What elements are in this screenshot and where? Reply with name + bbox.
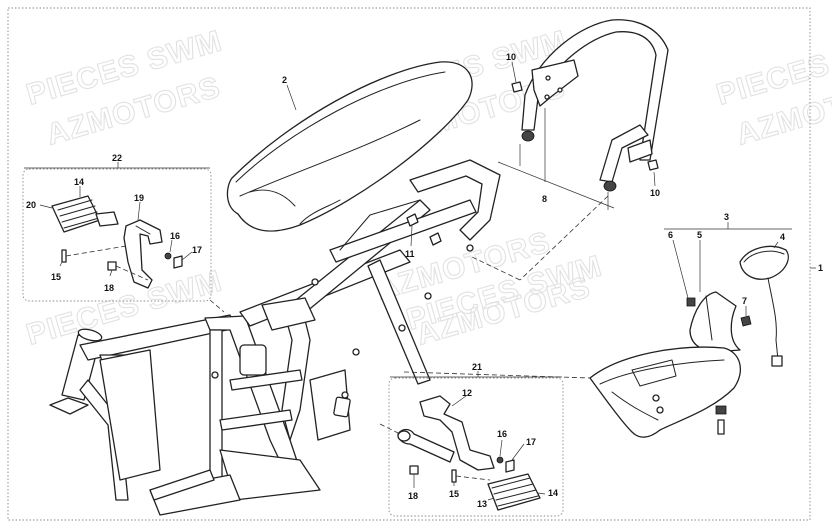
washer-17 bbox=[173, 255, 183, 269]
callout-bracket bbox=[497, 161, 615, 209]
callout-17: 17 bbox=[526, 437, 536, 447]
assembly-line bbox=[209, 299, 225, 313]
assembly-line bbox=[115, 265, 149, 281]
license-plate-bracket bbox=[689, 291, 741, 353]
assembly-line bbox=[403, 371, 591, 379]
callout-leader bbox=[410, 225, 413, 247]
assembly-line bbox=[519, 195, 609, 281]
callout-13: 13 bbox=[477, 499, 487, 509]
callout-18: 18 bbox=[104, 283, 114, 293]
callout-12: 12 bbox=[462, 388, 472, 398]
callout-6: 6 bbox=[668, 230, 673, 240]
callout-leader bbox=[109, 269, 113, 277]
footpeg-bracket-left bbox=[123, 219, 163, 289]
assembly-line bbox=[379, 423, 401, 435]
callout-14: 14 bbox=[548, 488, 558, 498]
callout-leader bbox=[39, 204, 53, 209]
callout-leader bbox=[137, 201, 141, 221]
callout-21: 21 bbox=[472, 362, 482, 372]
pin-15 bbox=[451, 469, 457, 483]
bolt-18 bbox=[107, 261, 117, 271]
seat bbox=[226, 61, 473, 232]
callout-1: 1 bbox=[818, 263, 823, 273]
footpeg-assembly-box bbox=[388, 377, 564, 517]
spring-16 bbox=[164, 252, 172, 260]
grab-rail bbox=[521, 19, 669, 192]
callout-10: 10 bbox=[650, 188, 660, 198]
callout-16: 16 bbox=[497, 429, 507, 439]
tail-light bbox=[739, 245, 789, 367]
nut-7 bbox=[740, 315, 752, 327]
rear-fender bbox=[589, 346, 741, 438]
assembly-frame bbox=[7, 7, 811, 521]
fender-bolt bbox=[715, 405, 727, 435]
callout-leader bbox=[773, 241, 779, 249]
callout-leader bbox=[672, 239, 689, 299]
footpeg-left bbox=[51, 195, 119, 233]
spring-16 bbox=[496, 456, 504, 464]
callout-11: 11 bbox=[405, 249, 415, 259]
callout-leader bbox=[169, 239, 173, 253]
callout-15: 15 bbox=[449, 489, 459, 499]
callout-15: 15 bbox=[51, 272, 61, 282]
bolt-11 bbox=[406, 213, 442, 246]
callout-3: 3 bbox=[724, 212, 729, 222]
callout-7: 7 bbox=[742, 296, 747, 306]
footpeg-bracket-right bbox=[397, 395, 495, 471]
bolt-18 bbox=[409, 465, 419, 475]
callout-8: 8 bbox=[542, 194, 547, 204]
assembly-line bbox=[469, 255, 521, 281]
bolt-10 bbox=[647, 159, 659, 171]
callout-leader bbox=[286, 84, 297, 111]
assembly-line bbox=[455, 475, 491, 481]
callout-leader bbox=[653, 171, 656, 187]
callout-leader bbox=[487, 497, 495, 501]
callout-17: 17 bbox=[192, 245, 202, 255]
callout-10: 10 bbox=[506, 52, 516, 62]
callout-16: 16 bbox=[170, 231, 180, 241]
bolt-10 bbox=[511, 81, 523, 93]
callout-leader bbox=[499, 439, 503, 457]
callout-19: 19 bbox=[134, 193, 144, 203]
footpeg-assembly-box bbox=[22, 168, 212, 302]
callout-leader bbox=[511, 61, 517, 83]
washer-17 bbox=[505, 459, 515, 473]
callout-22: 22 bbox=[112, 153, 122, 163]
footpeg-right bbox=[487, 473, 541, 511]
callout-leader bbox=[537, 492, 546, 495]
callout-leader bbox=[511, 443, 525, 461]
pin-15 bbox=[61, 249, 67, 263]
callout-4: 4 bbox=[780, 232, 785, 242]
callout-18: 18 bbox=[408, 491, 418, 501]
callout-2: 2 bbox=[282, 75, 287, 85]
callout-leader bbox=[181, 251, 193, 261]
assembly-line bbox=[65, 245, 127, 257]
chassis-frame bbox=[49, 159, 501, 516]
callout-leader bbox=[59, 261, 63, 267]
callout-5: 5 bbox=[697, 230, 702, 240]
callout-14: 14 bbox=[74, 177, 84, 187]
nut-6 bbox=[686, 297, 696, 307]
callout-20: 20 bbox=[26, 200, 36, 210]
callout-leader bbox=[451, 395, 467, 407]
